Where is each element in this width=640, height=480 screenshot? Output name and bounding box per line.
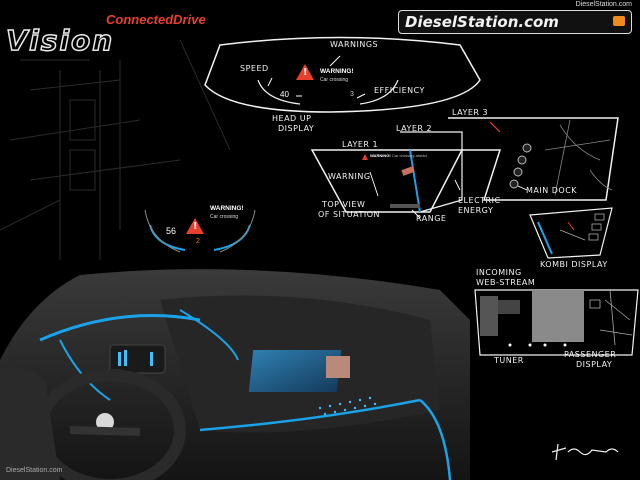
site-small-text: DieselStation.com — [575, 1, 632, 8]
connected-drive-text: ConnectedDrive — [106, 12, 206, 27]
label-layer3: Layer 3 — [452, 108, 489, 117]
label-incoming-2: Web-stream — [476, 278, 536, 287]
hud-render-warning-title: WARNING! — [210, 205, 244, 212]
label-electric-1: Electric — [458, 196, 501, 205]
label-hud-line1: Head up — [272, 114, 312, 123]
hud-render-warning-icon — [186, 218, 204, 234]
label-range: Range — [416, 214, 447, 223]
label-passenger-2: Display — [576, 360, 613, 369]
label-efficiency: Efficiency — [374, 86, 425, 95]
signature: P.Iakarasz — [552, 462, 580, 468]
label-top-view-2: of situation — [318, 210, 380, 219]
bottom-watermark: DieselStation.com — [6, 467, 63, 474]
hud-sketch-warning-icon — [296, 64, 314, 80]
label-incoming-1: Incoming — [476, 268, 522, 277]
dieselstation-logo: DieselStation.com — [398, 10, 632, 34]
vision-logo: ConnectedDrive Vision — [5, 12, 206, 58]
label-main-dock: Main Dock — [526, 186, 578, 195]
label-warnings: Warnings — [330, 40, 379, 49]
hud-render-efficiency-value: 2 — [196, 238, 200, 245]
label-passenger-1: Passenger — [564, 350, 617, 359]
dieselstation-logo-text: DieselStation.com — [405, 13, 559, 31]
label-hud-line2: Display — [278, 124, 315, 133]
layer-warning-sub: Car crossing ahead — [392, 153, 427, 158]
vision-wordmark: Vision — [5, 23, 115, 58]
label-speed: Speed — [240, 64, 269, 73]
hud-sketch-efficiency-value: 3 — [350, 91, 354, 98]
label-top-view-1: Top view — [322, 200, 366, 209]
label-electric-2: Energy — [458, 206, 494, 215]
label-kombi: Kombi Display — [540, 260, 608, 269]
hud-sketch-speed-value: 40 — [280, 90, 289, 99]
hud-render-speed-value: 56 — [166, 226, 177, 236]
label-tuner: Tuner — [494, 356, 524, 365]
layer-warning-title: WARNING! — [370, 153, 391, 158]
hud-render-warning-sub: Car crossing — [210, 214, 239, 220]
hud-sketch-warning-title: WARNING! — [320, 68, 354, 75]
logo-orange-icon — [613, 16, 625, 26]
label-layer2: Layer 2 — [396, 124, 433, 133]
hud-sketch-warning-sub: Car crossing — [320, 77, 349, 83]
label-warning: Warning — [328, 172, 371, 181]
label-layer1: Layer 1 — [342, 140, 379, 149]
layer-warning-icon — [362, 154, 368, 160]
